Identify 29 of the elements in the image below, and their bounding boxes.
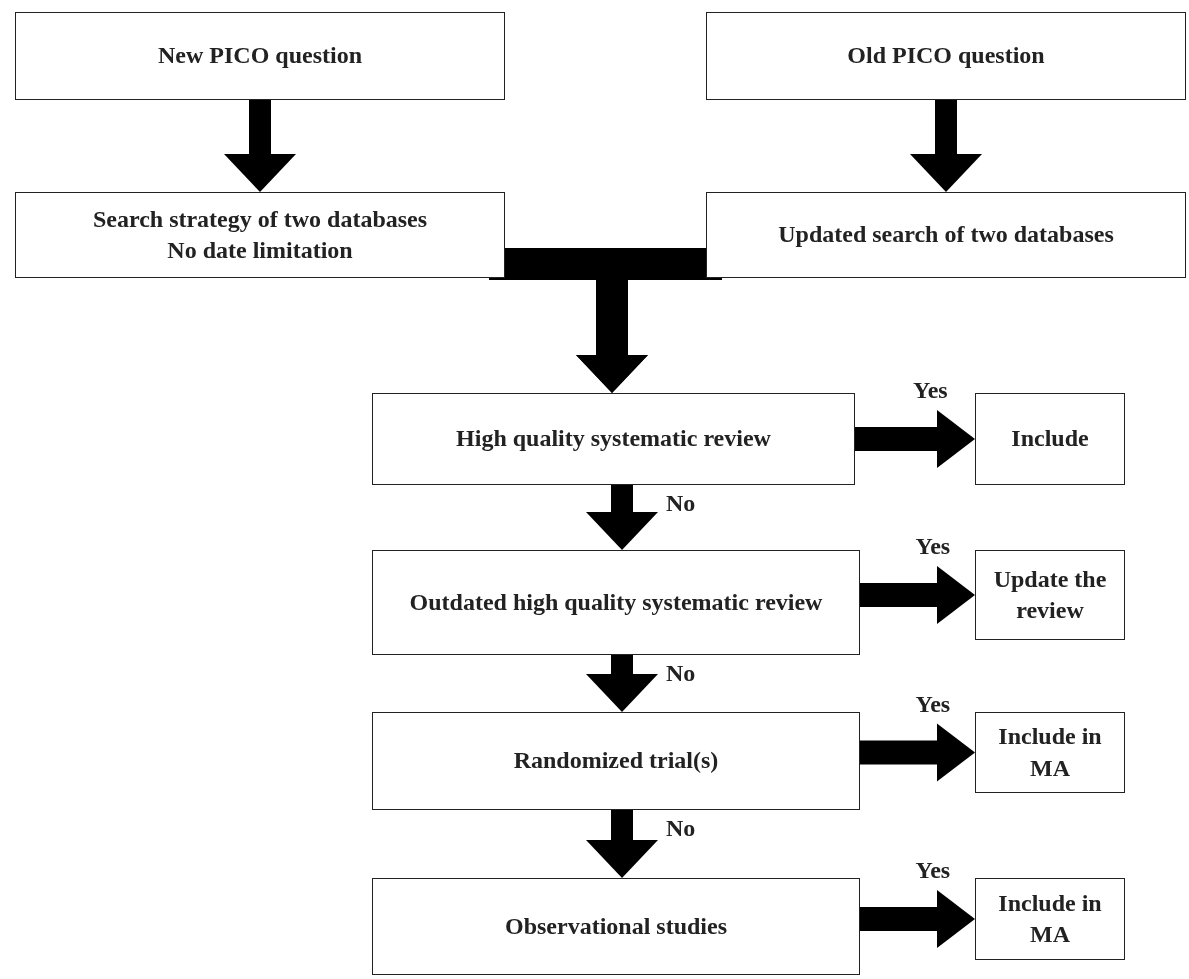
process-box [975,878,1125,960]
box-text: Include [1011,424,1089,454]
box-text: Include in MA [997,722,1103,783]
box-text: Outdated high quality systematic review [409,587,823,617]
block-arrow [855,410,975,468]
block-arrow [860,723,975,782]
process-box [706,12,1186,100]
box-text: Update the review [992,564,1108,625]
process-box [15,12,505,100]
process-box [372,712,860,810]
process-box [975,712,1125,793]
box-text: Search strategy of two databases [92,204,428,234]
process-box [372,550,860,655]
box-text: Observational studies [505,911,727,941]
process-box [975,550,1125,640]
block-arrow [860,566,975,624]
block-arrow [860,890,975,948]
process-box [372,878,860,975]
box-text: Updated search of two databases [778,220,1114,250]
box-text: Old PICO question [847,41,1045,71]
box-text: High quality systematic review [456,424,771,454]
process-box [372,393,855,485]
box-text: Randomized trial(s) [513,746,719,776]
process-box [15,192,505,278]
box-text: No date limitation [167,236,353,265]
process-box [975,393,1125,485]
box-text: New PICO question [158,41,362,71]
process-box [706,192,1186,278]
box-text: Include in MA [997,888,1103,949]
